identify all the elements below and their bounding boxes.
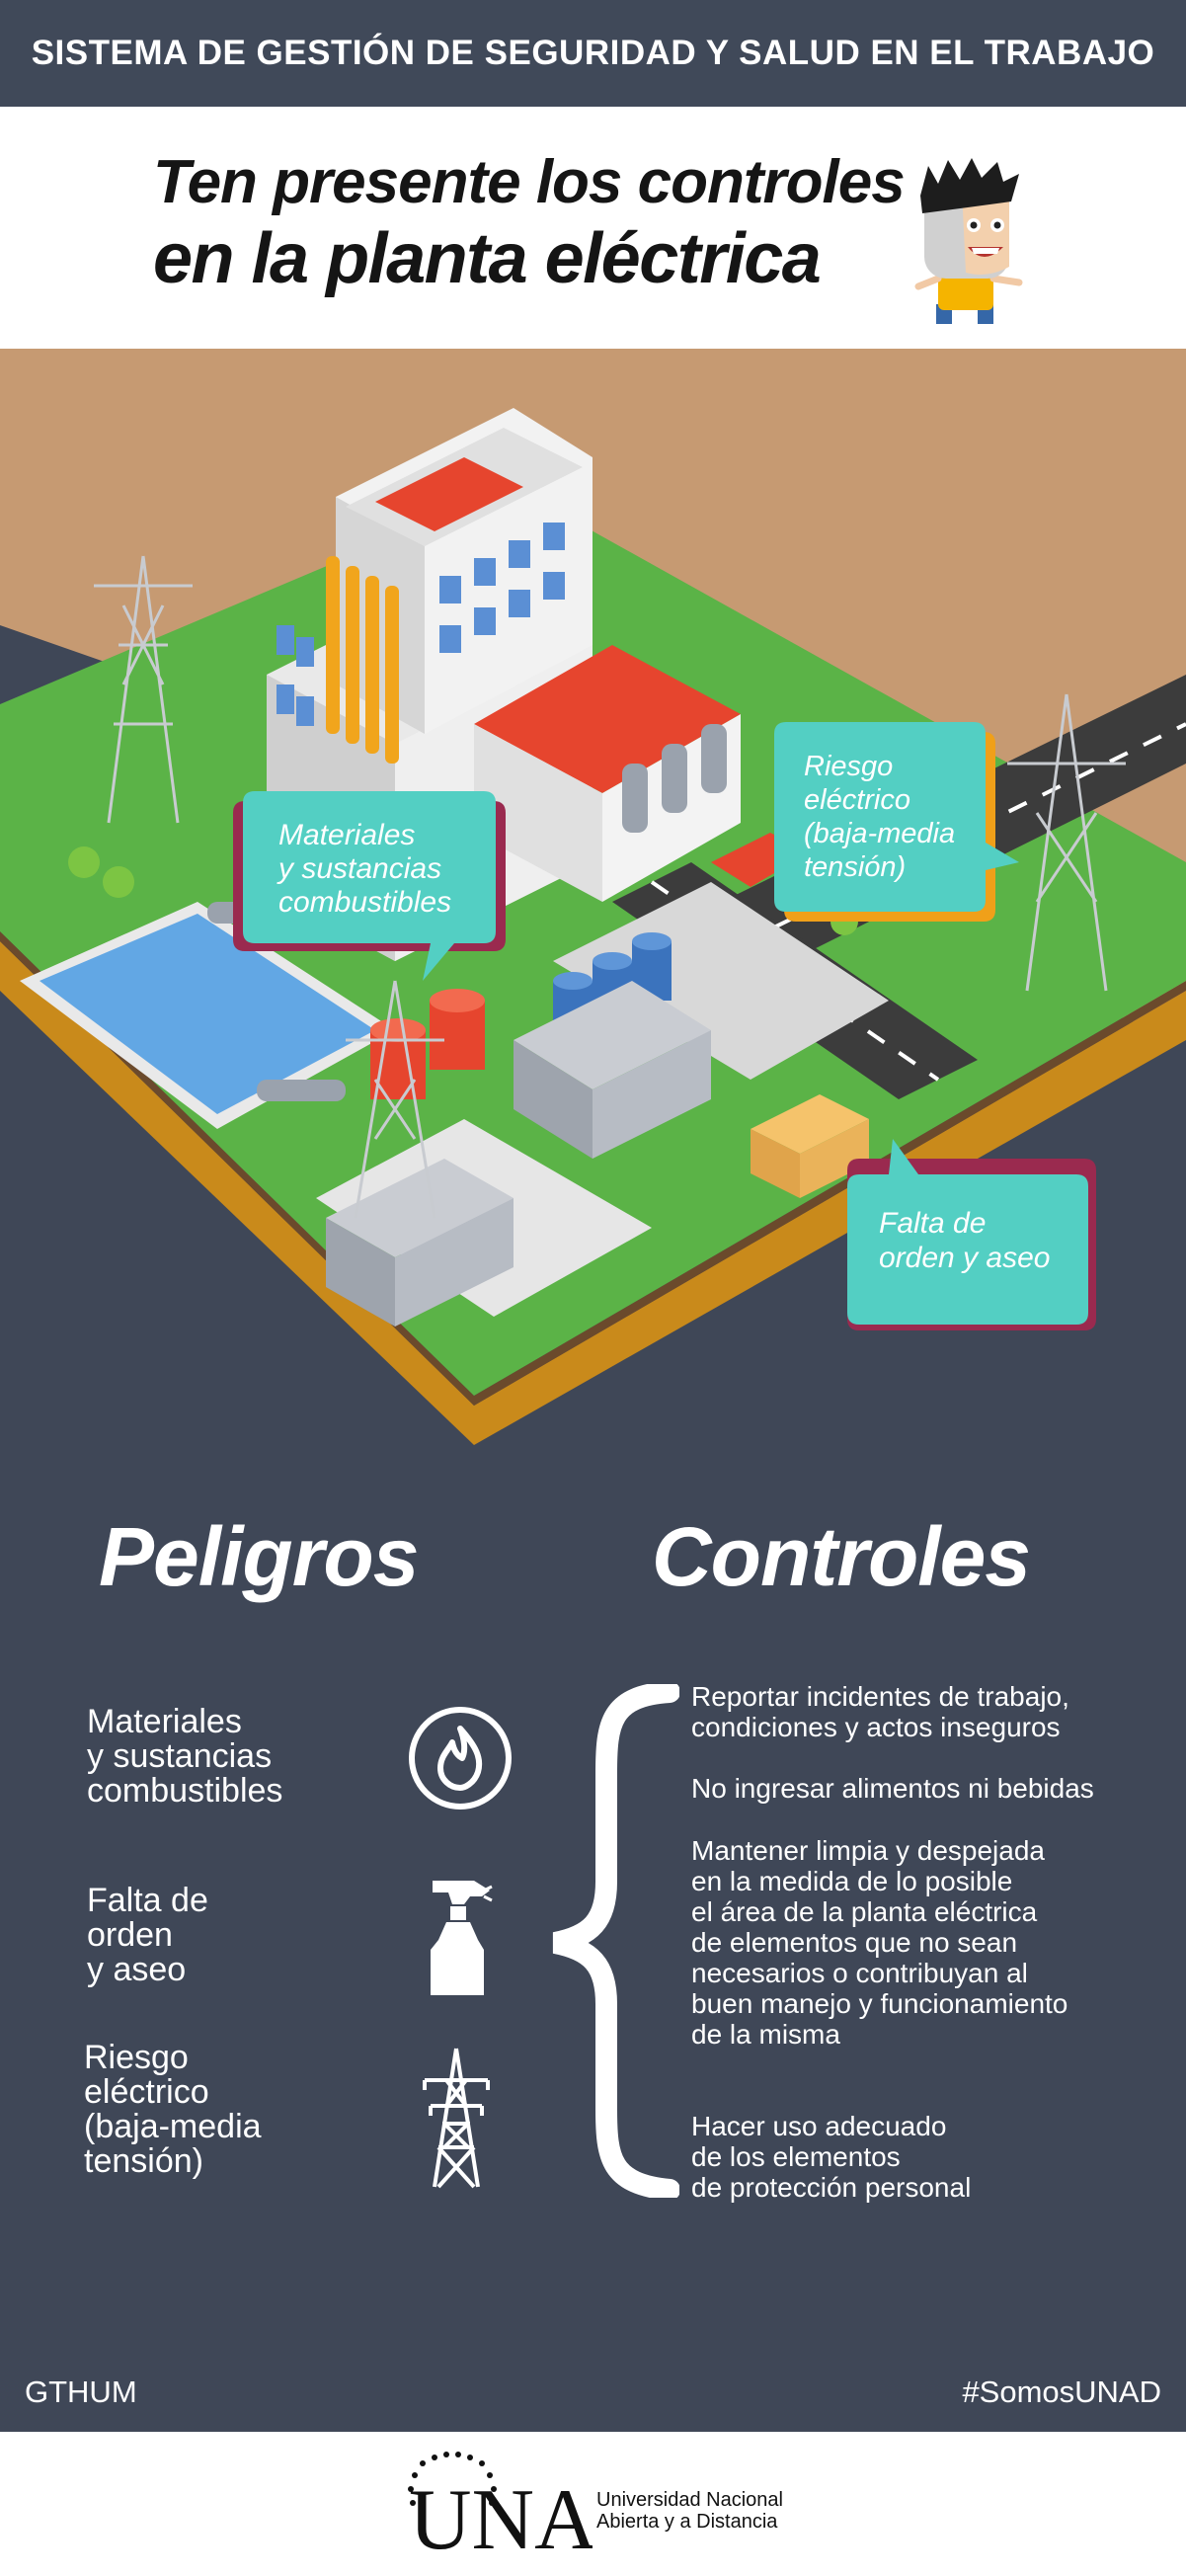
control-ppe: Hacer uso adecuado de los elementos de p…: [691, 2111, 972, 2203]
power-plant-illustration: Materiales y sustancias combustibles Rie…: [0, 349, 1186, 1485]
fire-icon: [409, 1707, 512, 1810]
header-bar: SISTEMA DE GESTIÓN DE SEGURIDAD Y SALUD …: [0, 0, 1186, 107]
bubble-2-line-1: Riesgo: [804, 751, 893, 782]
bubble-1-line-3: combustibles: [278, 886, 451, 919]
bubble-3-line-2: orden y aseo: [879, 1242, 1050, 1274]
control-clean: Mantener limpia y despejada en la medida…: [691, 1835, 1068, 2050]
controls-heading: Controles: [652, 1510, 1031, 1603]
mascot-illustration: [914, 158, 1023, 324]
bubble-2-line-3: (baja-media: [804, 818, 955, 849]
bubble-2-line-2: eléctrico: [804, 784, 910, 816]
bubble-1-line-2: y sustancias: [277, 852, 441, 885]
logo-university-name: Universidad Nacional Abierta y a Distanc…: [596, 2489, 783, 2533]
logo-mark: UNAD: [409, 2472, 593, 2558]
bubble-2-line-4: tensión): [804, 851, 906, 883]
headline-line-1: Ten presente los controles: [153, 148, 906, 216]
bubble-3-line-1: Falta de: [879, 1207, 986, 1240]
footer-hashtag: #SomosUNAD: [962, 2375, 1161, 2409]
control-report: Reportar incidentes de trabajo, condicio…: [691, 1681, 1069, 1742]
power-tower-icon: [423, 2048, 490, 2189]
control-no-food: No ingresar alimentos ni bebidas: [691, 1773, 1094, 1804]
svg-text:Materiales y sustancias: Materiales y sustancias combustibles: [277, 819, 451, 919]
hazards-heading: Peligros: [99, 1510, 419, 1603]
unad-logo: UNAD: [408, 2452, 593, 2558]
bubble-1-line-1: Materiales: [278, 819, 415, 851]
headline: Ten presente los controles en la planta …: [153, 148, 906, 300]
logo-bar: [0, 2432, 1186, 2576]
hazard-combustibles: Materiales y sustancias combustibles: [87, 1703, 283, 1810]
curly-brace: [552, 1684, 679, 2198]
hazard-electric: Riesgo eléctrico (baja-media tensión): [84, 2039, 262, 2180]
svg-text:Riesgo eléctrico (baja: Riesgo eléctrico (baja-media tensión): [804, 751, 963, 883]
hazard-disorder: Falta de orden y aseo: [87, 1882, 208, 1988]
header-title: SISTEMA DE GESTIÓN DE SEGURIDAD Y SALUD …: [31, 34, 1155, 72]
spray-bottle-icon: [431, 1881, 493, 1995]
headline-line-2: en la planta eléctrica: [153, 219, 822, 298]
footer-left: GTHUM: [25, 2375, 137, 2409]
svg-text:Falta de orden y aseo: Falta de orden y aseo: [879, 1207, 1050, 1274]
